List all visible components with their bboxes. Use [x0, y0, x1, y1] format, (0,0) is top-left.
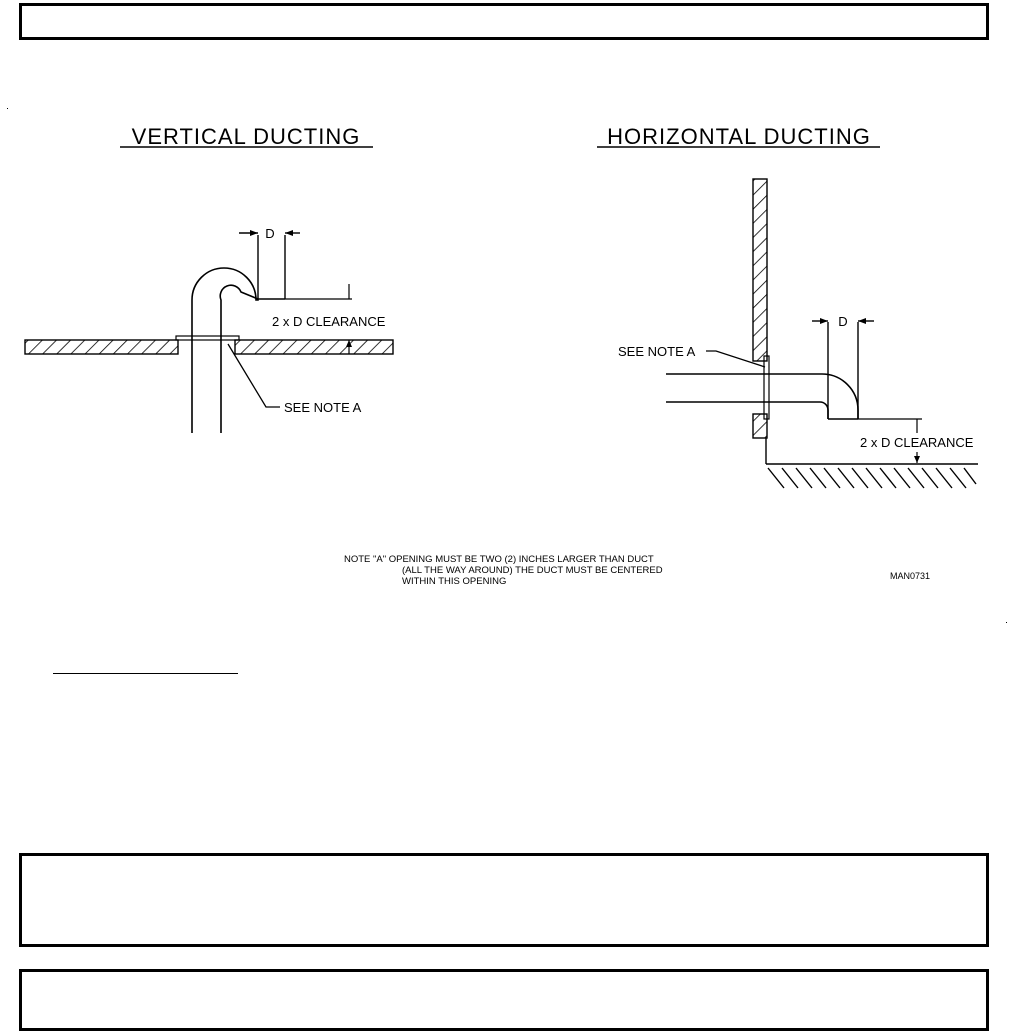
grade-hatching: [767, 467, 977, 489]
arrowhead: [858, 318, 866, 324]
duct-upper-wall: [666, 373, 859, 419]
arrowhead: [820, 318, 828, 324]
vertical-dim-d-label: D: [265, 226, 274, 241]
arrowhead: [346, 340, 352, 347]
drawing-code: MAN0731: [890, 571, 930, 581]
horizontal-note-leader: [706, 350, 766, 368]
horizontal-clearance-label: 2 x D CLEARANCE: [860, 435, 974, 450]
header-box: [19, 3, 989, 40]
note-a-line-2: (ALL THE WAY AROUND) THE DUCT MUST BE CE…: [402, 565, 663, 576]
note-a-block: NOTE "A" OPENING MUST BE TWO (2) INCHES …: [344, 554, 663, 587]
wall-flange: [763, 355, 770, 420]
wall-upper: [752, 178, 768, 362]
scan-dot: [1006, 622, 1007, 623]
vertical-see-note-a: SEE NOTE A: [284, 400, 362, 415]
vertical-ducting-title: VERTICAL DUCTING: [132, 124, 361, 149]
vertical-note-leader: [227, 343, 280, 408]
notice-box-2: [19, 969, 989, 1031]
horizontal-see-note-a: SEE NOTE A: [618, 344, 696, 359]
horizontal-ducting-figure: HORIZONTAL DUCTING D 2 x D CLEARANCE: [597, 124, 978, 489]
section-heading-underline: [53, 673, 238, 674]
duct-outer-wall: [191, 267, 259, 433]
duct-inner-wall: [219, 284, 259, 433]
horizontal-dim-d-label: D: [838, 314, 847, 329]
wall-lower: [752, 413, 768, 439]
vertical-slab-left: [24, 339, 179, 355]
vertical-clearance-label: 2 x D CLEARANCE: [272, 314, 386, 329]
horizontal-ducting-title: HORIZONTAL DUCTING: [607, 124, 871, 149]
note-a-line-3: WITHIN THIS OPENING: [402, 576, 506, 587]
vertical-flange: [175, 335, 240, 341]
notice-box-1: [19, 853, 989, 947]
arrowhead: [914, 456, 920, 463]
vertical-slab-right: [234, 339, 394, 355]
arrowhead: [285, 230, 293, 236]
arrowhead: [250, 230, 258, 236]
duct-lower-wall: [666, 401, 829, 419]
vertical-ducting-figure: VERTICAL DUCTING D 2 x D CLEARANCE SEE N…: [24, 124, 394, 433]
scan-dot: [7, 108, 8, 109]
note-a-line-1: NOTE "A" OPENING MUST BE TWO (2) INCHES …: [344, 554, 654, 565]
